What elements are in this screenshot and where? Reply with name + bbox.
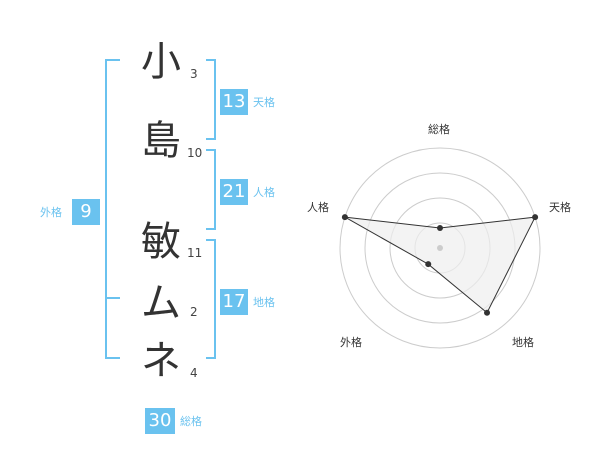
radar-point-1 xyxy=(437,225,443,231)
radar-grid-ring xyxy=(339,147,541,349)
stroke-count-3: 11 xyxy=(187,246,203,260)
radar-point-4 xyxy=(425,261,432,268)
jinkaku-value: 21 xyxy=(220,179,248,205)
name-char-3: 敏 xyxy=(141,219,181,265)
gaikaku-value: 9 xyxy=(72,199,100,225)
stroke-count-5: 4 xyxy=(190,366,198,380)
chikaku-value: 17 xyxy=(220,289,248,315)
stroke-count-2: 10 xyxy=(187,146,203,160)
radar-center-dot xyxy=(437,245,443,251)
radar-point-2 xyxy=(532,214,539,221)
stroke-count-4: 2 xyxy=(190,305,198,319)
jinkaku-bracket xyxy=(206,149,216,230)
radar-point-5 xyxy=(341,214,348,221)
name-char-4: ム xyxy=(141,280,181,326)
gaikaku-bracket xyxy=(105,59,120,359)
chikaku-label: 地格 xyxy=(253,296,275,309)
name-char-2: 島 xyxy=(141,118,181,164)
stroke-count-1: 3 xyxy=(190,67,198,81)
tenkaku-bracket xyxy=(206,59,216,140)
radar-axis-label-gaikaku: 外格 xyxy=(340,336,362,349)
soukaku-value: 30 xyxy=(145,408,175,434)
tenkaku-value: 13 xyxy=(220,89,248,115)
radar-axis-label-tenkaku: 天格 xyxy=(549,201,571,214)
radar-axis-label-soukaku: 総格 xyxy=(428,123,450,136)
radar-axis-label-jinkaku: 人格 xyxy=(307,201,329,214)
radar-point-3 xyxy=(484,309,491,316)
chikaku-bracket xyxy=(206,239,216,359)
name-char-1: 小 xyxy=(141,39,181,85)
radar-axis-label-chikaku: 地格 xyxy=(512,336,534,349)
tenkaku-label: 天格 xyxy=(253,96,275,109)
gaikaku-label: 外格 xyxy=(40,206,62,219)
soukaku-label: 総格 xyxy=(180,415,202,428)
radar-polygon xyxy=(344,216,536,314)
jinkaku-label: 人格 xyxy=(253,186,275,199)
name-char-5: ネ xyxy=(141,338,181,384)
